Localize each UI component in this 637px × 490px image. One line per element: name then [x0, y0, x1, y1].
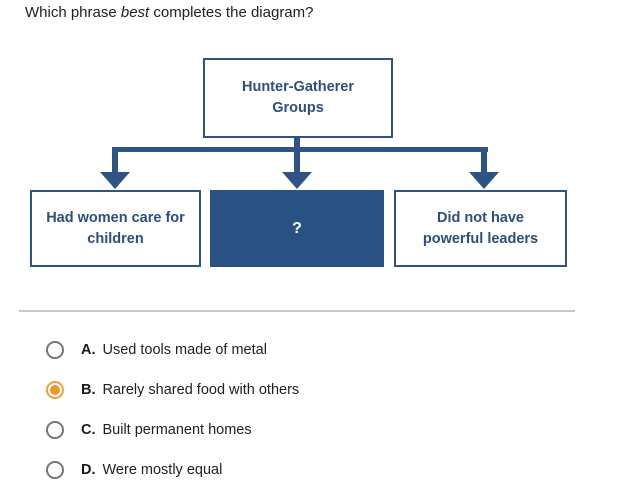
- diagram-missing-label: ?: [292, 220, 302, 237]
- diagram-child-box-right: Did not have powerful leaders: [394, 190, 567, 267]
- arrow-down-icon: [100, 172, 130, 189]
- option-row-a[interactable]: A. Used tools made of metal: [46, 330, 606, 370]
- question-prefix: Which phrase: [25, 4, 121, 21]
- option-row-d[interactable]: D. Were mostly equal: [46, 450, 606, 490]
- option-text: Were mostly equal: [102, 462, 223, 478]
- option-row-b[interactable]: B. Rarely shared food with others: [46, 370, 606, 410]
- radio-button-unselected[interactable]: [46, 341, 64, 359]
- section-divider: [19, 310, 575, 312]
- arrow-down-icon: [469, 172, 499, 189]
- option-letter: A.: [81, 342, 96, 358]
- connector-stem-right: [481, 150, 487, 174]
- question-text: Which phrase best completes the diagram?: [25, 3, 314, 23]
- option-letter: C.: [81, 422, 96, 438]
- option-row-c[interactable]: C. Built permanent homes: [46, 410, 606, 450]
- answer-options: A. Used tools made of metal B. Rarely sh…: [46, 330, 606, 490]
- diagram-root-box: Hunter-Gatherer Groups: [203, 58, 393, 138]
- option-text: Used tools made of metal: [102, 342, 267, 358]
- radio-button-selected[interactable]: [46, 381, 64, 399]
- diagram-child-box-missing: ?: [210, 190, 384, 267]
- radio-dot: [50, 385, 60, 395]
- arrow-down-icon: [282, 172, 312, 189]
- option-letter: B.: [81, 382, 96, 398]
- flow-diagram: Hunter-Gatherer Groups Had women care fo…: [30, 58, 567, 267]
- radio-button-unselected[interactable]: [46, 461, 64, 479]
- connector-stem-top: [294, 136, 300, 150]
- connector-stem-left: [112, 150, 118, 174]
- option-text: Built permanent homes: [102, 422, 252, 438]
- question-emphasis: best: [120, 4, 150, 21]
- diagram-child-label: Had women care for children: [46, 209, 185, 247]
- diagram-root-label: Hunter-Gatherer Groups: [242, 79, 354, 116]
- question-suffix: completes the diagram?: [149, 4, 314, 21]
- option-letter: D.: [81, 462, 96, 478]
- radio-button-unselected[interactable]: [46, 421, 64, 439]
- connector-horizontal-bar: [112, 147, 488, 152]
- connector-stem-center: [294, 150, 300, 174]
- diagram-child-label: Did not have powerful leaders: [422, 209, 539, 247]
- option-text: Rarely shared food with others: [102, 382, 300, 398]
- diagram-child-box-left: Had women care for children: [30, 190, 201, 267]
